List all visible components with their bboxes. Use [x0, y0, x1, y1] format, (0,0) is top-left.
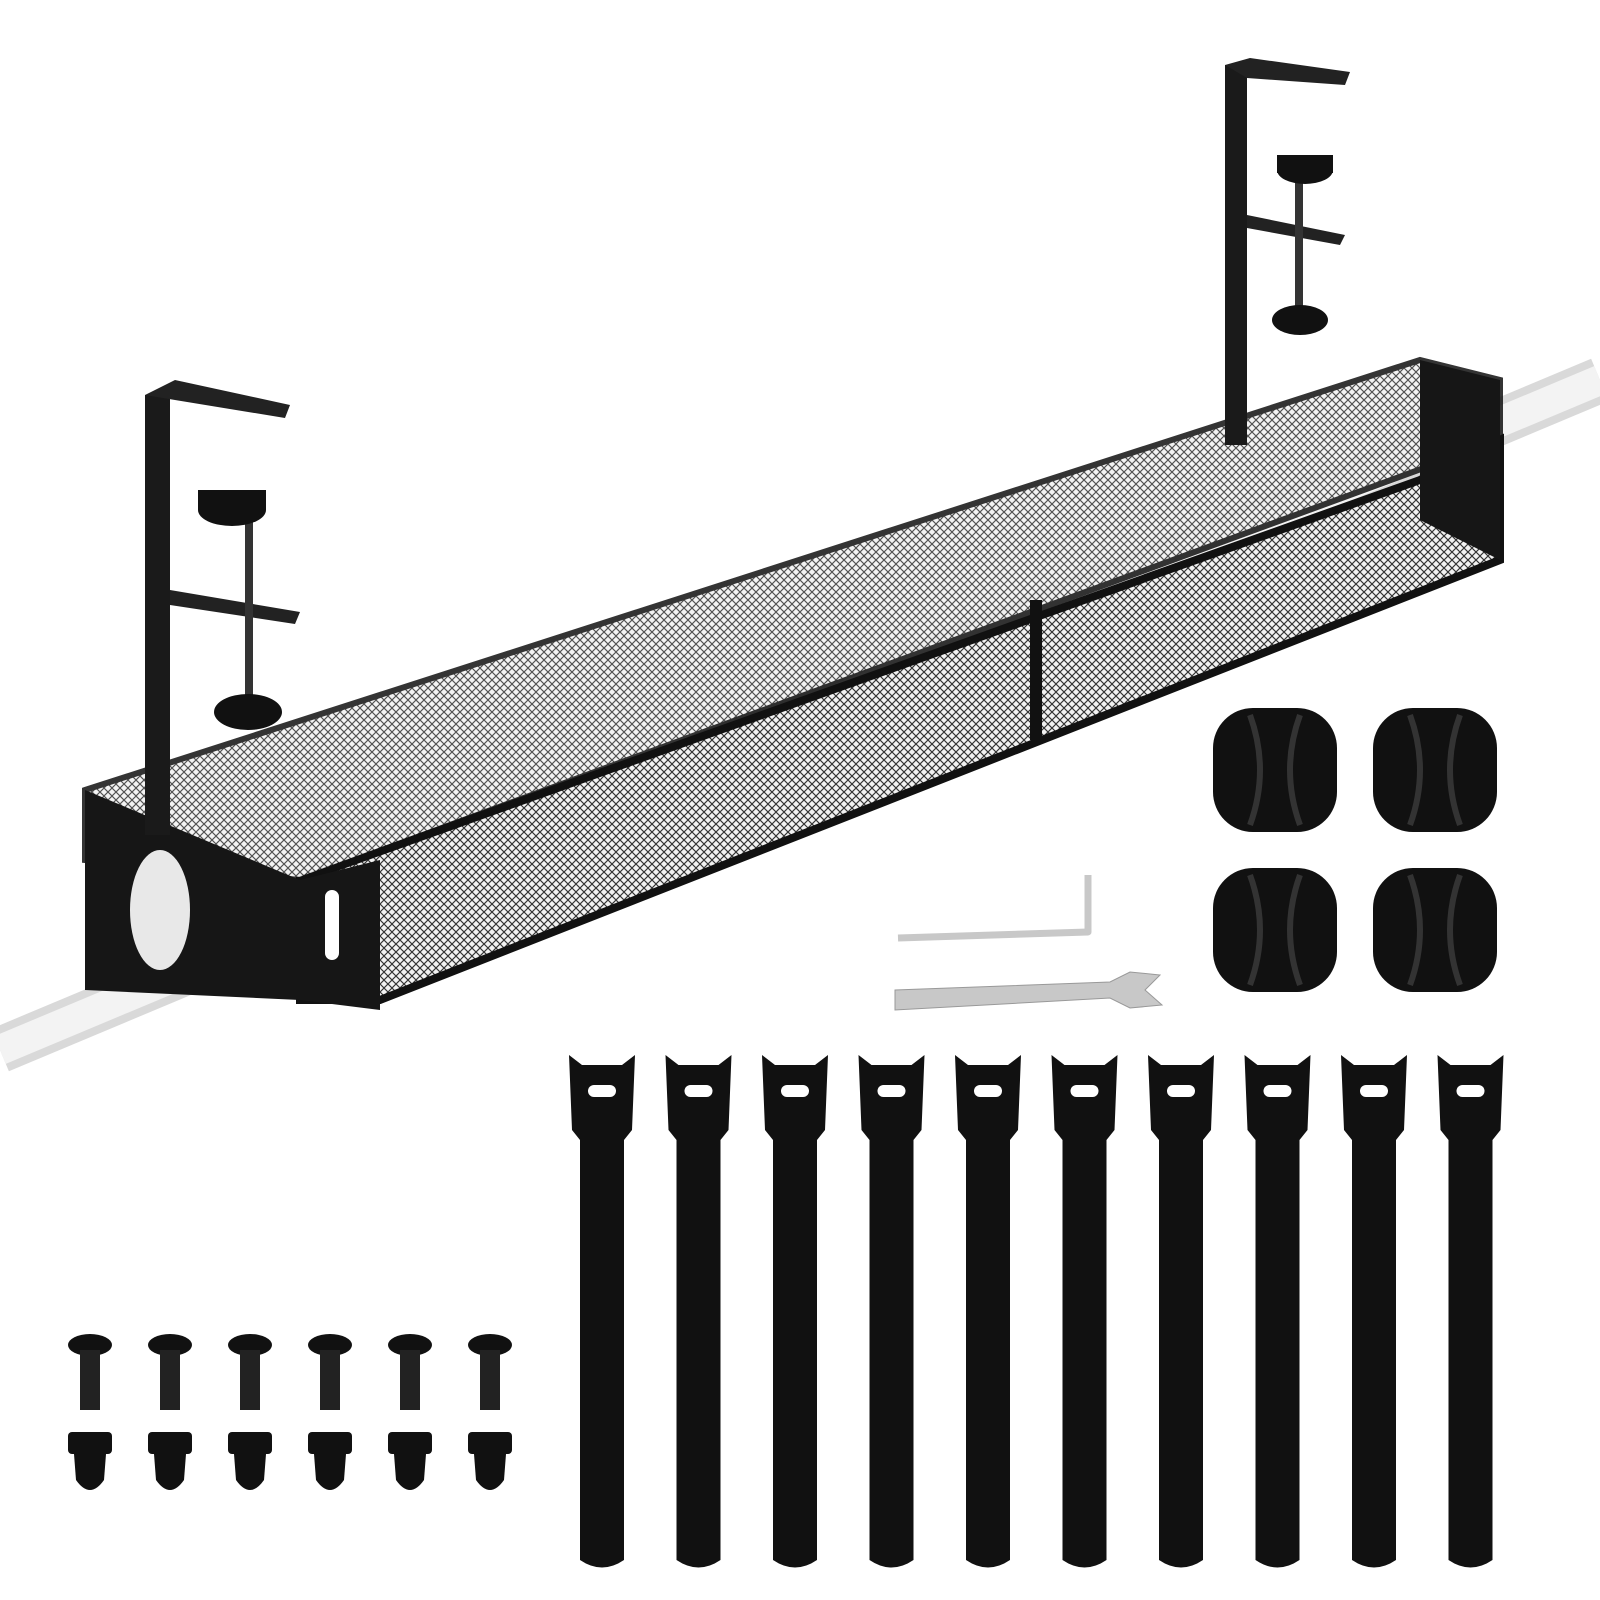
screw-icon — [148, 1334, 192, 1410]
nut-icon — [148, 1432, 192, 1490]
velcro-cable-tie-icon — [955, 1055, 1021, 1568]
velcro-cable-tie-icon — [762, 1055, 828, 1568]
velcro-cable-tie-icon — [1051, 1055, 1118, 1568]
cable-organizer-clip-icon — [1373, 708, 1497, 832]
velcro-cable-tie-icon — [1437, 1055, 1504, 1568]
velcro-cable-tie-icon — [1244, 1055, 1311, 1568]
velcro-cable-tie-icon — [569, 1055, 635, 1568]
allen-key-icon — [897, 875, 1092, 942]
screw-icon — [68, 1334, 112, 1410]
velcro-cable-tie-icon — [858, 1055, 925, 1568]
desk-clamp-left — [145, 380, 300, 835]
screw-icon — [388, 1334, 432, 1410]
nut-icon — [388, 1432, 432, 1490]
velcro-cable-tie-icon — [665, 1055, 732, 1568]
cable-organizer-clip-icon — [1213, 868, 1337, 992]
cable-organizer-clip-icon — [1213, 708, 1337, 832]
velcro-cable-tie-icon — [1341, 1055, 1407, 1568]
cable-organizer-clip-icon — [1373, 868, 1497, 992]
nut-icon — [68, 1432, 112, 1490]
screw-icon — [228, 1334, 272, 1410]
nut-icon — [468, 1432, 512, 1490]
mesh-cable-tray — [82, 356, 1504, 1010]
velcro-cable-tie-icon — [1148, 1055, 1214, 1568]
desk-clamp-right — [1225, 58, 1350, 445]
screw-icon — [468, 1334, 512, 1410]
screw-icon — [308, 1334, 352, 1410]
nut-icon — [228, 1432, 272, 1490]
nut-icon — [308, 1432, 352, 1490]
wrench-icon — [894, 971, 1164, 1011]
